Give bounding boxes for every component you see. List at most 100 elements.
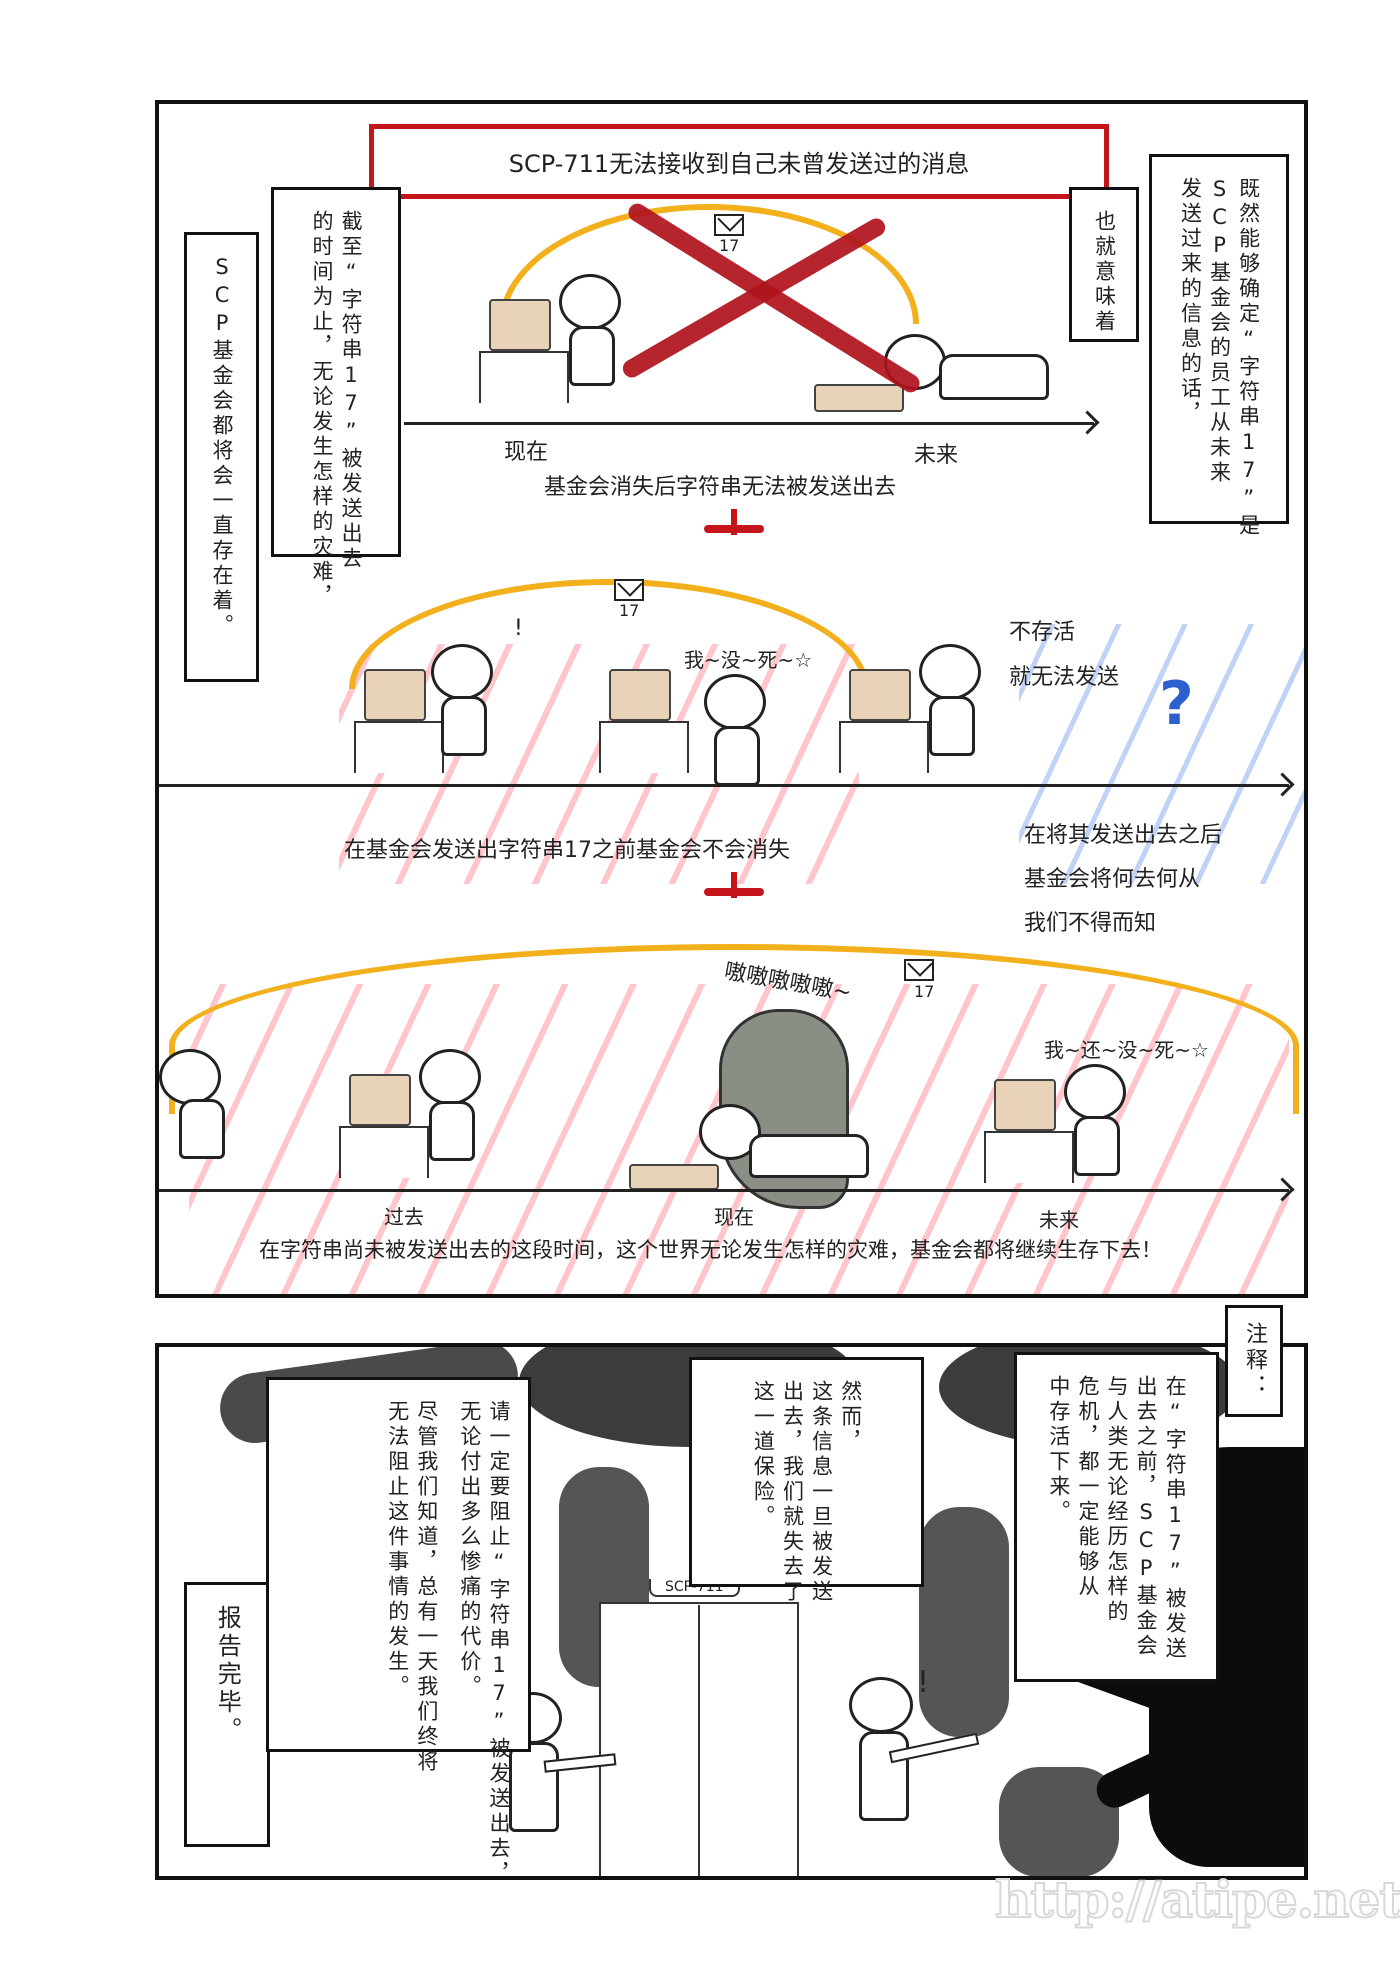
stick-figure-body [929,696,975,756]
computer-icon [994,1079,1056,1131]
stick-figure-head [431,644,493,700]
shadow-hand [919,1507,1009,1737]
stick-figure-body [179,1099,225,1159]
desk-icon [839,721,929,773]
caption-text: 无法阻止这件事情的发生。 [385,1400,410,1700]
caption-text: 中存活下来。 [1046,1375,1071,1525]
caption-however: 然而， 这条信息一旦被发送 出去，我们就失去了 这一道保险。 [689,1357,924,1605]
stick-figure-body [441,696,487,756]
caption-text: 在“字符串17”被发送 [1163,1375,1188,1662]
caption-text: 这条信息一旦被发送 [809,1380,834,1605]
fallen-computer-icon [629,1164,719,1190]
blue-hatching-row2 [1019,624,1304,884]
row3-right-line2: 基金会将何去何从 [1024,867,1201,892]
axis-label-future: 未来 [914,443,959,468]
caption-text: 的时间为止，无论发生怎样的灾难， [310,210,334,610]
caption-note: 在“字符串17”被发送 出去之前，SCP基金会 与人类无论经历怎样的 危机，都一… [1014,1352,1219,1682]
guard-right-head [849,1677,913,1733]
stick-figure-body [569,326,615,386]
down-arrow-icon [704,872,764,902]
envelope-number: 17 [914,982,935,1001]
row3-center-caption: 在基金会发送出字符串17之前基金会不会消失 [344,838,790,863]
caption-text: 报告完毕。 [213,1605,242,1745]
note-not-alive: 不存活 [1009,620,1076,645]
row4-bottom-caption: 在字符串尚未被发送出去的这段时间，这个世界无论发生怎样的灾难，基金会都将继续生存… [259,1238,1162,1262]
caption-plea: 请一定要阻止“字符串17”被发送出去， 无论付出多么惨痛的代价。 尽管我们知道，… [266,1377,531,1880]
caption-text: 无论付出多么惨痛的代价。 [457,1400,482,1700]
desk-icon [984,1131,1074,1183]
exclaim-mark: ! [514,616,523,641]
caption-text: 截至“字符串17”被发送出去 [339,210,364,572]
envelope-number: 17 [619,601,640,620]
caption-text: 危机，都一定能够从 [1075,1375,1100,1600]
caption-left: 截至“字符串17”被发送出去 的时间为止，无论发生怎样的灾难， [271,187,401,610]
envelope-icon [614,579,644,601]
dead-figure-body [749,1134,869,1178]
envelope-icon [904,959,934,981]
dead-figure-body [939,354,1049,400]
down-arrow-icon [704,509,764,539]
caption-text: 请一定要阻止“字符串17”被发送出去， [487,1400,511,1880]
timeline-row2 [159,784,1289,787]
row3-right-line1: 在将其发送出去之后 [1024,823,1223,848]
stick-figure-head [419,1049,481,1105]
axis-label-past: 过去 [384,1205,424,1229]
timeline-row4 [159,1189,1289,1192]
caption-text: 出去之前，SCP基金会 [1134,1375,1159,1659]
envelope-icon [714,214,744,236]
envelope-number: 17 [719,236,740,255]
caption-text: 也就意味着 [1092,210,1117,335]
caption-mid-right: 也就意味着 [1069,187,1139,342]
top-panel: SCP-711无法接收到自己未曾发送过的消息 SCP基金会都将会一直存在着。 截… [155,100,1308,1298]
speech-i-did-not-die: 我~没~死~☆ [684,648,813,672]
computer-icon [849,669,911,721]
caption-text: SCP基金会的员工从未来 [1207,177,1232,486]
caption-end: 报告完毕。 [184,1582,270,1847]
note-cannot-send: 就无法发送 [1009,665,1120,690]
bottom-panel: SCP-711 ! 报告完毕。 请一定要阻止“字符串17”被发送出去， 无论付出… [155,1343,1308,1880]
caption-far-left: SCP基金会都将会一直存在着。 [184,232,259,682]
caption-text: 尽管我们知道，总有一天我们终将 [414,1400,439,1775]
exclaim-mark: ! [917,1665,930,1700]
caption-text: 这一道保险。 [751,1380,776,1530]
guard-left-body [509,1742,559,1832]
desk-icon [354,721,444,773]
stick-figure-head [1064,1064,1126,1120]
stick-figure-head [919,644,981,700]
axis-label-now: 现在 [714,1205,754,1229]
caption-text: 出去，我们就失去了 [780,1380,805,1605]
computer-icon [609,669,671,721]
speech-i-am-still-alive: 我~还~没~死~☆ [1044,1038,1209,1062]
stick-figure-head [704,674,766,730]
axis-label-future: 未来 [1039,1208,1079,1232]
door-seam [698,1605,700,1876]
desk-icon [479,351,569,403]
caption-text: 与人类无论经历怎样的 [1105,1375,1130,1625]
stick-figure-head [159,1049,221,1105]
caption-text: SCP基金会都将会一直存在着。 [210,255,235,639]
computer-icon [364,669,426,721]
fallen-computer-icon [814,384,904,412]
stick-figure-head [559,274,621,330]
note-label: 注释： [1225,1305,1283,1417]
desk-icon [339,1126,429,1178]
banner-text: SCP-711无法接收到自己未曾发送过的消息 [508,150,970,178]
desk-icon [599,721,689,773]
computer-icon [489,299,551,351]
timeline-row1 [404,422,1094,425]
computer-icon [349,1074,411,1126]
stick-figure-body [1074,1116,1120,1176]
caption-text: 发送过来的信息的话， [1178,177,1203,427]
guard-right-body [859,1731,909,1821]
question-mark-icon: ? [1159,669,1194,739]
caption-text: 然而， [838,1380,863,1455]
stick-figure-body [429,1101,475,1161]
axis-label-now: 现在 [504,440,549,465]
banner-caption: SCP-711无法接收到自己未曾发送过的消息 [369,124,1109,199]
row1-subtitle: 基金会消失后字符串无法被发送出去 [544,475,897,500]
row3-right-line3: 我们不得而知 [1024,911,1157,936]
stick-figure-body [714,726,760,786]
watermark-text: http://atipe.net/ [994,1869,1400,1930]
caption-right: 既然能够确定“字符串17”是 SCP基金会的员工从未来 发送过来的信息的话， [1149,154,1289,539]
caption-text: 既然能够确定“字符串17”是 [1236,177,1261,539]
